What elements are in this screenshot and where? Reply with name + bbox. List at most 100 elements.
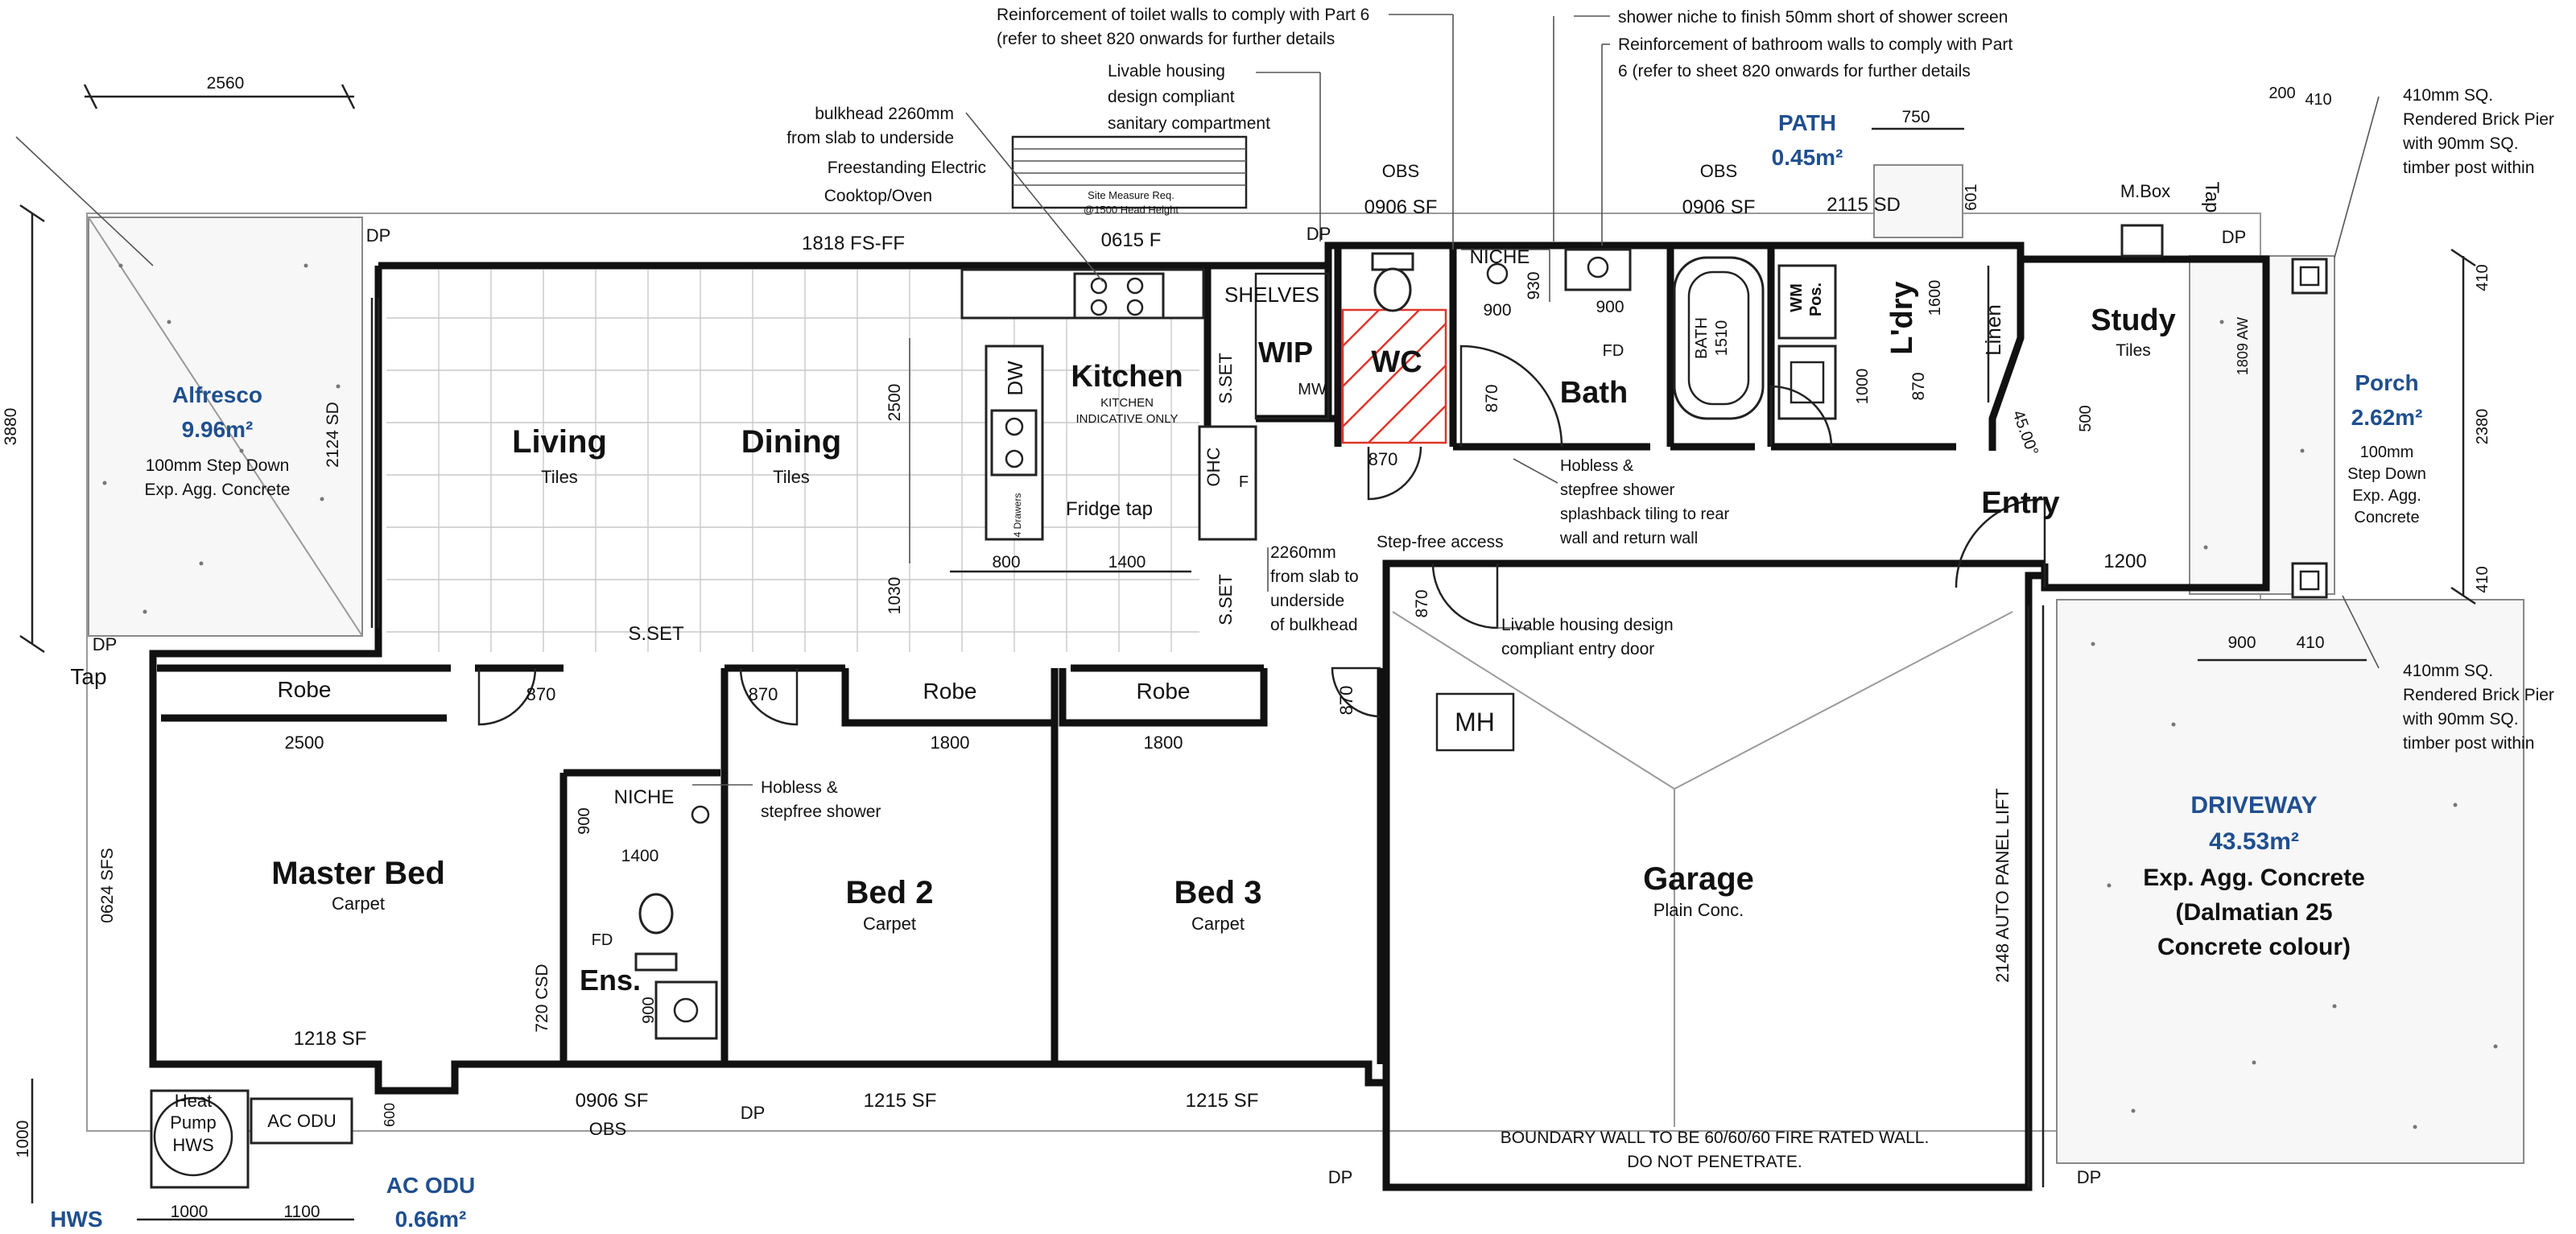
dp-rear: DP [93,634,118,654]
toilet-icon [1371,252,1414,312]
dim-1809: 1809 AW [2235,317,2251,375]
porch-note1: 100mm [2360,444,2414,461]
obs-wc: OBS [1382,161,1419,181]
master-bed-finish: Carpet [332,894,385,914]
porch-note2: Step Down [2347,465,2426,483]
note-bulkhead-2: from slab to underside [786,129,954,147]
driveway-note2: (Dalmatian 25 [2175,899,2332,926]
shower-rose-icon [1486,262,1509,285]
dim-600: 600 [382,1103,398,1127]
kitchen-title: Kitchen [1071,360,1183,394]
master-bed-title: Master Bed [271,856,445,891]
leader-lines [15,14,2380,786]
robe-master: Robe [278,677,332,702]
garage-finish: Plain Conc. [1653,900,1744,920]
basin-icon [1564,248,1632,291]
path-area: 0.45m² [1772,145,1843,170]
rangehood-icon [1011,135,1248,209]
ensuite-title: Ens. [580,964,641,997]
note-pier-bot-1: 410mm SQ. [2403,662,2493,680]
sink-icon [990,409,1038,477]
dim-2500-master: 2500 [285,733,324,753]
dim-900-bath: 900 [1596,298,1624,316]
wm-label: WM [1788,283,1806,312]
dim-870-bed3: 870 [1336,686,1356,716]
note-bulkhead-wip-3: underside [1270,592,1344,610]
sset-living: S.SET [628,623,684,645]
external-wall [149,241,2270,1191]
note-bulkhead-wip-2: from slab to [1270,567,1359,586]
oven-label: OHC [1203,447,1224,486]
path-slab [1873,164,1963,238]
dim-410-pier: 410 [2296,634,2324,652]
aggregate-texture [102,263,2498,1129]
note-auto-panel-lift: 2148 AUTO PANEL LIFT [1992,788,2013,983]
mbox-label: M.Box [2120,181,2170,201]
note-toilet-walls-1: Reinforcement of toilet walls to comply … [997,6,1369,24]
ensuite-basin-icon [654,980,718,1040]
study-finish: Tiles [2116,341,2151,360]
sset-kitchen: S.SET [1216,574,1236,625]
obs-bath: OBS [1700,161,1737,181]
dim-750: 750 [1901,108,1930,126]
note-pier-top-3: with 90mm SQ. [2402,134,2519,153]
study-title: Study [2091,303,2176,337]
note-boundary-1: BOUNDARY WALL TO BE 60/60/60 FIRE RATED … [1501,1129,1930,1147]
manhole-icon [1435,692,1515,752]
dp-garage-left: DP [1328,1167,1353,1187]
dim-900-ens2: 900 [640,997,658,1023]
dim-870-bed2: 870 [749,684,778,704]
dim-601: 601 [1963,184,1980,210]
heat-pump-icon [153,1096,233,1177]
dining-finish: Tiles [773,467,810,487]
alfresco-note2: Exp. Agg. Concrete [145,481,291,499]
door-swings [477,345,2046,726]
bed2-finish: Carpet [863,914,916,934]
dim-1818: 1818 FS-FF [802,233,905,254]
note-toilet-walls-2: (refer to sheet 820 onwards for further … [997,30,1335,48]
dp-wc: DP [1307,224,1331,244]
dishwasher-label: DW [1003,361,1027,396]
note-site-measure-2: @1500 Head Height [1084,204,1179,216]
bed2-title: Bed 2 [846,875,934,910]
wip-title: WIP [1258,336,1313,369]
note-fridge-tap: Fridge tap [1066,498,1153,520]
note-pier-bot-2: Rendered Brick Pier [2403,686,2554,704]
dim-870-bath: 870 [1483,384,1501,412]
dim-1800-bed2: 1800 [931,733,970,753]
floor-drain-ens: FD [592,931,613,949]
driveway-title: DRIVEWAY [2190,792,2317,819]
bath-label: BATH [1693,317,1711,359]
note-hobless-bath-2: stepfree shower [1560,481,1675,499]
note-drawers: 4 Drawers [1012,493,1023,538]
dim-900-ens: 900 [576,807,593,834]
note-cooktop-1: Freestanding Electric [828,159,986,177]
pump-label: Pump [170,1112,216,1133]
bed3-finish: Carpet [1191,914,1245,934]
dim-720: 720 CSD [533,964,551,1032]
porch-note3: Exp. Agg. [2352,487,2421,505]
dim-2115: 2115 SD [1827,194,1901,216]
dp-alfresco: DP [366,225,391,246]
washing-machine-icon [1777,264,1837,340]
note-pier-top-4: timber post within [2403,159,2534,177]
ensuite-toilet-icon [634,952,678,972]
alfresco-note1: 100mm Step Down [146,456,290,475]
dim-800: 800 [992,553,1020,572]
bath-length: 1510 [1713,320,1731,357]
note-livable-wc-1: Livable housing [1108,62,1225,80]
obs-ens: OBS [589,1119,626,1139]
wip-mw-label: MW [1298,381,1327,398]
porch-title: Porch [2355,370,2418,395]
note-bath-walls-1: Reinforcement of bathroom walls to compl… [1618,35,2013,54]
roof-outline [86,213,2261,1132]
hws-title: HWS [50,1207,102,1232]
pier-top [2291,258,2328,295]
dim-0906-ens: 0906 SF [576,1090,649,1112]
dim-1218: 1218 SF [294,1028,367,1050]
laundry-title: L'dry [1885,281,1919,354]
kitchen-note2: INDICATIVE ONLY [1076,412,1179,426]
robe-bed3: Robe [1137,679,1191,704]
note-pier-top-1: 410mm SQ. [2403,86,2493,105]
